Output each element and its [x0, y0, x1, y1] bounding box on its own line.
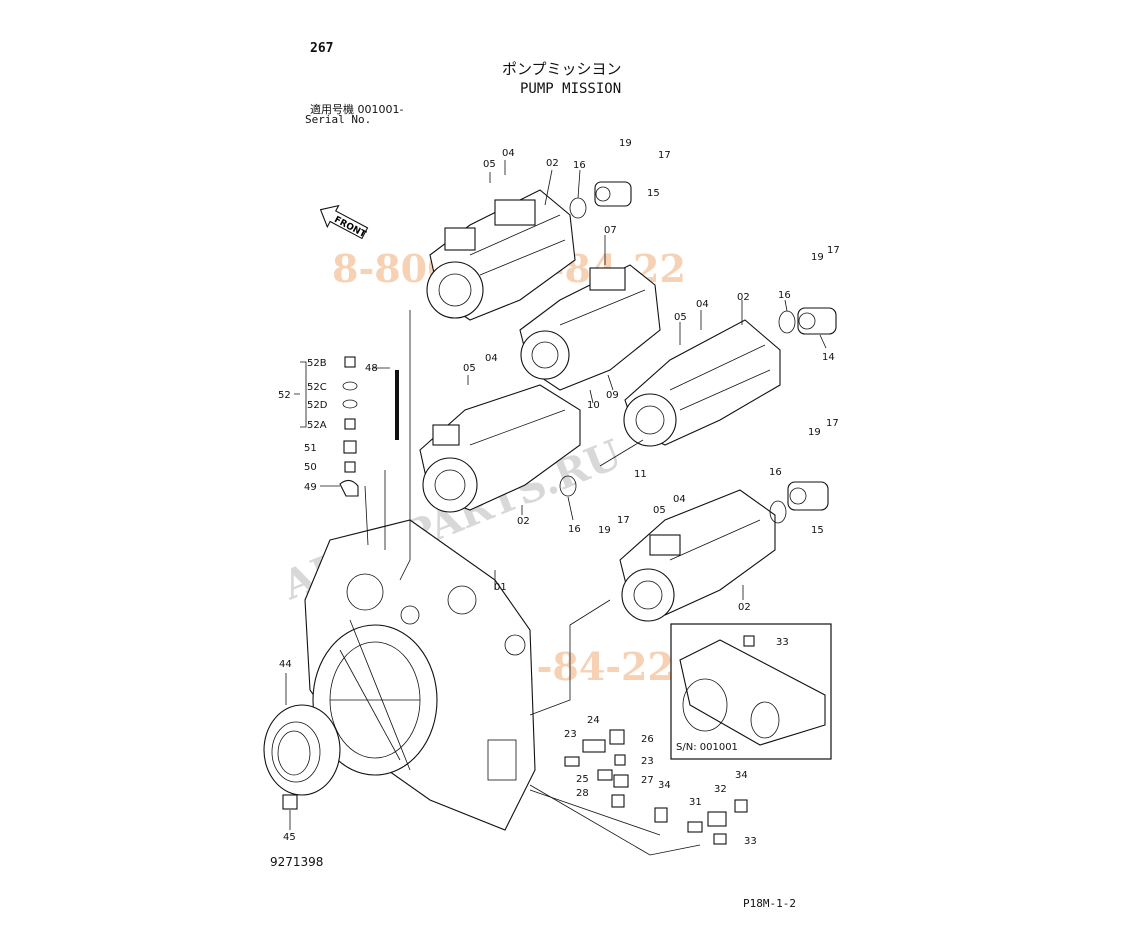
part-label: 10 [587, 400, 600, 411]
part-label: 34 [658, 780, 671, 791]
part-label: 48 [365, 363, 378, 374]
part-label: 52C [307, 382, 327, 393]
part-label: 49 [304, 482, 317, 493]
inset-serial-text: S/N: 001001 [676, 742, 738, 753]
part-label: 34 [735, 770, 748, 781]
o-ring-16-b [778, 310, 796, 334]
part-label: 17 [826, 418, 839, 429]
part-label: 19 [619, 138, 632, 149]
part-label: 45 [283, 832, 296, 843]
part-label: 24 [587, 715, 600, 726]
part-label: 02 [517, 516, 530, 527]
seal-cover-44 [263, 704, 341, 796]
part-label: 51 [304, 443, 317, 454]
part-label: 26 [641, 734, 654, 745]
o-ring-16-c [769, 500, 787, 524]
pump-assembly-upper-middle [519, 264, 661, 391]
part-label: 31 [689, 797, 702, 808]
part-labels: 01 02 02 02 02 04 04 04 04 05 05 05 05 0… [278, 138, 840, 847]
page-number: 267 [310, 41, 334, 56]
part-label: 04 [696, 299, 709, 310]
part-label: 52D [307, 400, 328, 411]
part-label: 52A [307, 420, 327, 431]
part-label: 52B [307, 358, 327, 369]
pump-assembly-left-middle [419, 384, 581, 513]
part-label: 16 [573, 160, 586, 171]
gear-pump-15-top [594, 181, 632, 207]
part-label: 16 [769, 467, 782, 478]
part-label: 33 [776, 637, 789, 648]
part-label: 19 [811, 252, 824, 263]
leader-lines [285, 160, 827, 856]
part-label: 17 [658, 150, 671, 161]
part-label: 27 [641, 775, 654, 786]
fittings-group [282, 635, 755, 845]
document-number: 9271398 [270, 855, 324, 869]
part-label: 02 [546, 158, 559, 169]
part-label: 16 [568, 524, 581, 535]
part-label: 50 [304, 462, 317, 473]
part-label: 32 [714, 784, 727, 795]
part-label: 44 [279, 659, 292, 670]
part-label: 04 [502, 148, 515, 159]
pump-assembly-top [426, 189, 576, 321]
gear-pump-14 [797, 307, 837, 335]
part-label: 05 [483, 159, 496, 170]
part-label: 02 [738, 602, 751, 613]
part-label: 07 [604, 225, 617, 236]
part-label: 04 [485, 353, 498, 364]
part-label: 17 [827, 245, 840, 256]
page-code: P18M-1-2 [743, 897, 796, 910]
title-english: PUMP MISSION [520, 81, 622, 97]
part-label: 15 [647, 188, 660, 199]
part-label: 33 [744, 836, 757, 847]
part-label: 19 [598, 525, 611, 536]
part-label: 17 [617, 515, 630, 526]
part-label: 05 [463, 363, 476, 374]
pump-transmission-housing [304, 519, 536, 831]
part-label: 23 [564, 729, 577, 740]
o-ring-16-a [569, 197, 587, 219]
part-label: 14 [822, 352, 835, 363]
pump-assembly-lower-right [619, 489, 776, 622]
part-label: 04 [673, 494, 686, 505]
part-label: 11 [634, 469, 647, 480]
part-label: 52 [278, 390, 291, 401]
part-label: 15 [811, 525, 824, 536]
part-label: 25 [576, 774, 589, 785]
part-label: 23 [641, 756, 654, 767]
serial-label-japanese: 適用号機 001001- [310, 103, 404, 116]
part-label: 02 [737, 292, 750, 303]
o-ring-16-d [559, 475, 577, 497]
part-label: 01 [494, 582, 507, 593]
gear-pump-15-lower [787, 481, 829, 511]
part-label: 16 [778, 290, 791, 301]
part-label: 09 [606, 390, 619, 401]
part-label: 05 [674, 312, 687, 323]
bolt-stack-52 [339, 356, 359, 497]
bracket-52 [294, 361, 307, 428]
part-label: 28 [576, 788, 589, 799]
front-arrow-icon: FRONT [319, 204, 369, 240]
pump-assembly-right [623, 319, 781, 447]
part-label: 05 [653, 505, 666, 516]
part-label: 19 [808, 427, 821, 438]
title-japanese: ポンプミッシヨン [502, 60, 622, 78]
serial-label-english: Serial No. [305, 113, 372, 126]
